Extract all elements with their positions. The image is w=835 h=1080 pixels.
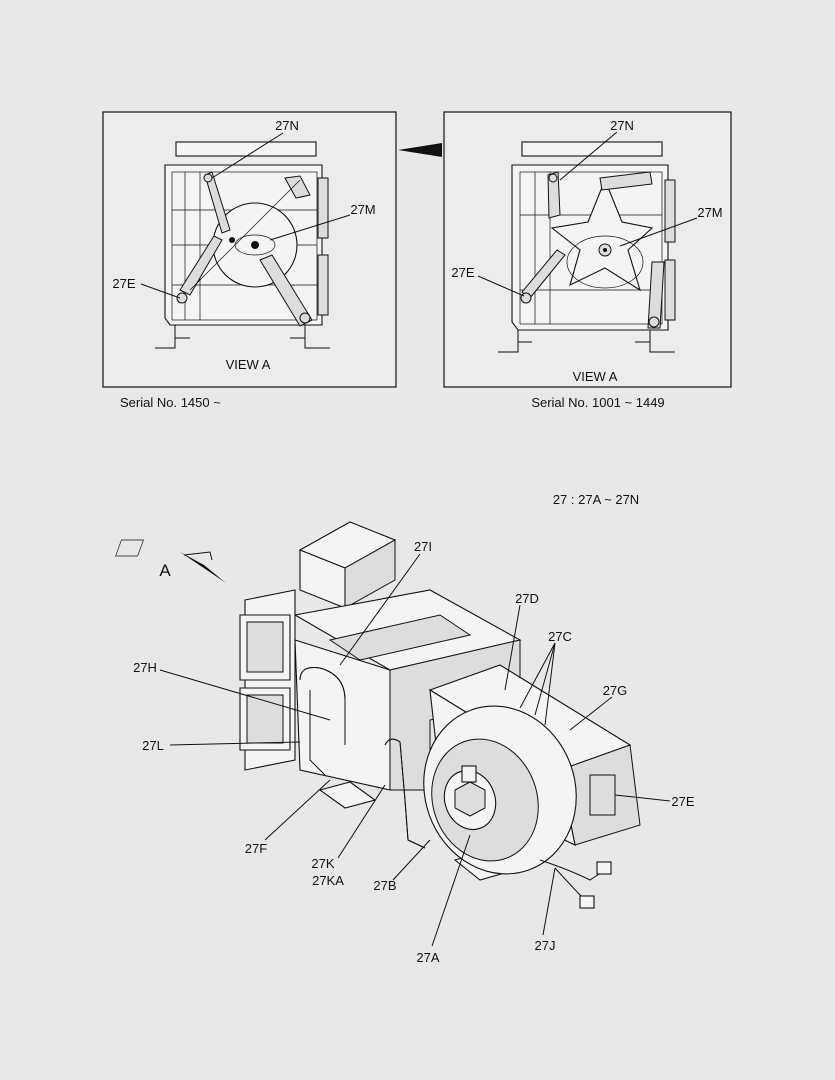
left-label-27n: 27N: [275, 118, 299, 133]
label-27h: 27H: [133, 660, 157, 675]
label-27d: 27D: [515, 591, 539, 606]
label-27a: 27A: [416, 950, 439, 965]
label-27f: 27F: [245, 841, 267, 856]
right-label-27n: 27N: [610, 118, 634, 133]
hvac-unit-drawing: [115, 521, 641, 909]
label-27i: 27I: [414, 539, 432, 554]
assembly-leader-lines: [159, 553, 671, 947]
part-range-note: 27 : 27A ~ 27N: [553, 492, 639, 507]
label-27g: 27G: [603, 683, 628, 698]
label-27c: 27C: [548, 629, 572, 644]
right-serial-text: Serial No. 1001 ~ 1449: [531, 395, 664, 410]
label-27j: 27J: [535, 938, 556, 953]
left-view-panel: 27N 27M 27E VIEW A: [102, 111, 397, 388]
label-27b: 27B: [373, 878, 396, 893]
left-label-27e: 27E: [112, 276, 135, 291]
right-label-27e: 27E: [451, 265, 474, 280]
view-a-letter: A: [159, 561, 171, 580]
right-housing-drawing: [498, 141, 676, 353]
left-housing-drawing: [155, 141, 330, 349]
left-serial-text: Serial No. 1450 ~: [120, 395, 221, 410]
view-a-direction-arrow: A: [159, 551, 226, 583]
left-view-caption: VIEW A: [226, 357, 271, 372]
left-label-27m: 27M: [350, 202, 375, 217]
label-27k: 27K: [311, 856, 334, 871]
right-view-panel: 27N 27M 27E VIEW A: [443, 111, 732, 388]
right-label-27m: 27M: [697, 205, 722, 220]
label-27ka: 27KA: [312, 873, 344, 888]
label-27l: 27L: [142, 738, 164, 753]
view-pointer-arrow: [398, 143, 442, 157]
label-27e: 27E: [671, 794, 694, 809]
right-view-caption: VIEW A: [573, 369, 618, 384]
